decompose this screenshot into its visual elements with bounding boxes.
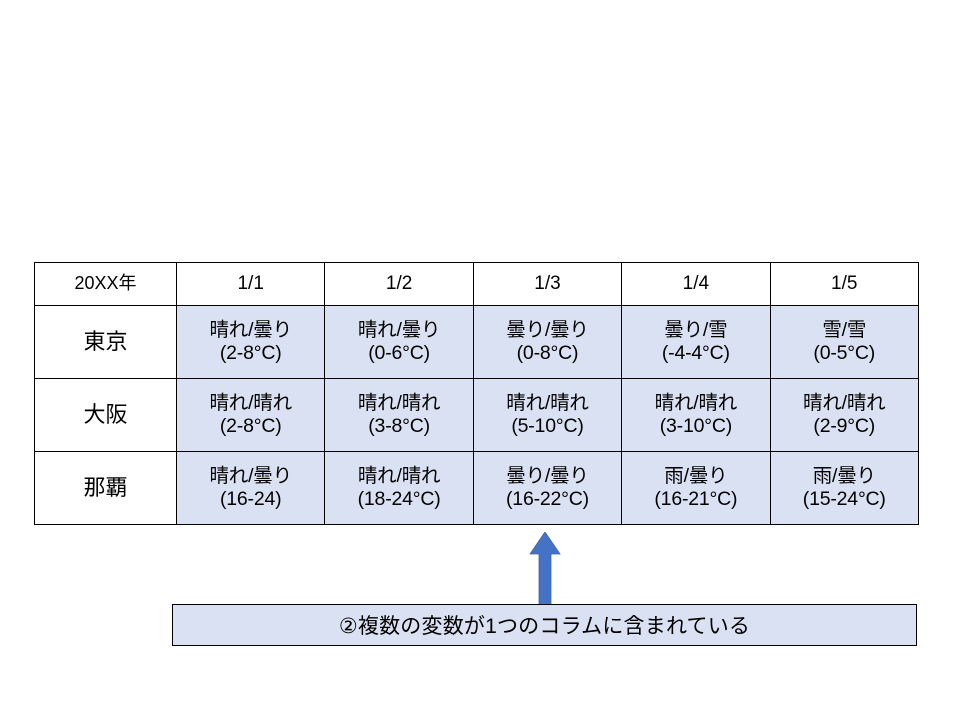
cell-naha-day-5: 雨/曇り (15-24°C) [769,451,919,525]
cell-temperature: (3-8°C) [368,415,430,437]
cell-temperature: (5-10°C) [511,415,584,437]
row-header-city-naha: 那覇 [34,451,177,525]
cell-condition: 晴れ/晴れ [357,465,441,487]
cell-naha-day-1: 晴れ/曇り (16-24) [175,451,326,525]
column-header-day-4: 1/4 [621,262,771,306]
table-row: 東京 晴れ/曇り (2-8°C) 晴れ/曇り (0-6°C) [34,305,919,379]
cell-temperature: (0-6°C) [368,342,430,364]
cell-temperature: (16-24) [219,488,282,510]
cell-temperature: (2-8°C) [219,342,282,364]
table-header-row: 20XX年 1/1 1/2 1/3 1/4 1/5 [34,262,919,306]
cell-condition: 晴れ/曇り [209,465,292,487]
arrow-up-icon [529,532,561,606]
cell-naha-day-2: 晴れ/晴れ (18-24°C) [324,451,474,525]
column-header-day-1: 1/1 [175,262,326,306]
cell-temperature: (16-21°C) [654,488,738,510]
cell-condition: 晴れ/晴れ [209,392,292,414]
callout-text: ②複数の変数が1つのコラムに含まれている [338,615,751,638]
cell-temperature: (18-24°C) [357,488,441,510]
cell-condition: 晴れ/晴れ [654,392,738,414]
table-row: 大阪 晴れ/晴れ (2-8°C) 晴れ/晴れ (3-8°C) [34,378,919,452]
cell-tokyo-day-3: 曇り/曇り (0-8°C) [472,305,623,379]
cell-condition: 曇り/曇り [506,465,589,487]
table-corner-header: 20XX年 [34,262,177,306]
cell-condition: 曇り/雪 [664,319,728,341]
weather-table: 20XX年 1/1 1/2 1/3 1/4 1/5 東京 晴れ/曇り (2-8°… [34,262,919,525]
cell-temperature: (15-24°C) [802,488,886,510]
cell-temperature: (16-22°C) [506,488,589,510]
cell-condition: 晴れ/晴れ [506,392,589,414]
table-row: 那覇 晴れ/曇り (16-24) 晴れ/晴れ (18-24°C) [34,451,919,525]
cell-tokyo-day-1: 晴れ/曇り (2-8°C) [175,305,326,379]
cell-temperature: (0-8°C) [516,342,579,364]
cell-temperature: (3-10°C) [659,415,733,437]
cell-condition: 曇り/曇り [506,319,589,341]
column-header-day-3: 1/3 [472,262,623,306]
cell-tokyo-day-4: 曇り/雪 (-4-4°C) [621,305,771,379]
cell-condition: 晴れ/晴れ [803,392,886,414]
cell-tokyo-day-2: 晴れ/曇り (0-6°C) [324,305,474,379]
column-header-day-2: 1/2 [324,262,474,306]
cell-condition: 雪/雪 [822,319,867,341]
cell-osaka-day-2: 晴れ/晴れ (3-8°C) [324,378,474,452]
column-header-day-5: 1/5 [769,262,919,306]
cell-osaka-day-3: 晴れ/晴れ (5-10°C) [472,378,623,452]
cell-condition: 雨/曇り [664,465,728,487]
cell-osaka-day-1: 晴れ/晴れ (2-8°C) [175,378,326,452]
callout-box: ②複数の変数が1つのコラムに含まれている [172,604,917,646]
weather-table-container: 20XX年 1/1 1/2 1/3 1/4 1/5 東京 晴れ/曇り (2-8°… [34,262,919,525]
row-header-city-osaka: 大阪 [34,378,177,452]
cell-osaka-day-4: 晴れ/晴れ (3-10°C) [621,378,771,452]
cell-temperature: (-4-4°C) [661,342,730,364]
row-header-city-tokyo: 東京 [34,305,177,379]
cell-condition: 晴れ/晴れ [357,392,441,414]
cell-condition: 雨/曇り [812,465,876,487]
cell-temperature: (0-5°C) [813,342,876,364]
cell-tokyo-day-5: 雪/雪 (0-5°C) [769,305,919,379]
cell-condition: 晴れ/曇り [357,319,441,341]
cell-condition: 晴れ/曇り [209,319,292,341]
cell-naha-day-4: 雨/曇り (16-21°C) [621,451,771,525]
cell-naha-day-3: 曇り/曇り (16-22°C) [472,451,623,525]
cell-osaka-day-5: 晴れ/晴れ (2-9°C) [769,378,919,452]
cell-temperature: (2-8°C) [219,415,282,437]
cell-temperature: (2-9°C) [813,415,876,437]
